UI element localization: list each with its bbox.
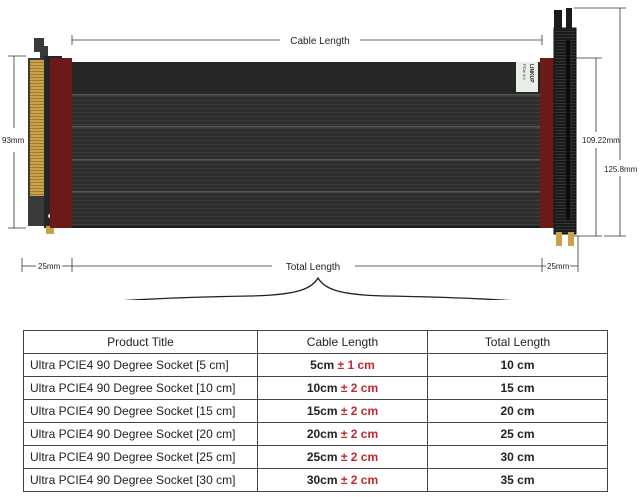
total-length-cell: 30 cm (427, 445, 608, 469)
header-total-length: Total Length (427, 330, 608, 354)
width-right-label: 25mm (547, 262, 570, 271)
total-length-cell: 10 cm (427, 353, 608, 377)
curly-brace (123, 276, 512, 300)
product-title-cell: Ultra PCIE4 90 Degree Socket [25 cm] (23, 445, 258, 469)
tolerance-value: ± 2 cm (340, 381, 379, 395)
cable-length-value: 30cm (306, 473, 338, 487)
product-title-cell: Ultra PCIE4 90 Degree Socket [5 cm] (23, 353, 258, 377)
cable-length-cell: 20cm ± 2 cm (257, 422, 428, 446)
table-header-row: Product Title Cable Length Total Length (23, 330, 608, 354)
cable-length-cell: 25cm ± 2 cm (257, 445, 428, 469)
cable-length-label: Cable Length (290, 36, 350, 47)
total-length-cell: 15 cm (427, 376, 608, 400)
total-length-label: Total Length (286, 262, 341, 273)
spec-table: Product Title Cable Length Total Length … (23, 330, 608, 492)
height-right-inner-label: 109.22mm (582, 136, 620, 145)
total-length-cell: 35 cm (427, 468, 608, 492)
cable-length-value: 5cm (310, 358, 335, 372)
tolerance-value: ± 2 cm (340, 404, 379, 418)
ribbon-cable (72, 62, 542, 228)
table-row: Ultra PCIE4 90 Degree Socket [10 cm] 10c… (23, 376, 608, 400)
cable-length-cell: 10cm ± 2 cm (257, 376, 428, 400)
table-row: Ultra PCIE4 90 Degree Socket [25 cm] 25c… (23, 445, 608, 469)
header-product-title: Product Title (23, 330, 258, 354)
product-title-cell: Ultra PCIE4 90 Degree Socket [30 cm] (23, 468, 258, 492)
cable-length-cell: 5cm ± 1 cm (257, 353, 428, 377)
tolerance-value: ± 2 cm (340, 473, 379, 487)
logo-text: LINKUP (528, 64, 534, 83)
linkup-logo-tag: LINKUP PCIe 4.0 (516, 62, 538, 92)
table-row: Ultra PCIE4 90 Degree Socket [15 cm] 15c… (23, 399, 608, 423)
tolerance-value: ± 1 cm (337, 358, 375, 372)
height-left-label: 93mm (2, 136, 25, 145)
product-title-cell: Ultra PCIE4 90 Degree Socket [20 cm] (23, 422, 258, 446)
width-left-label: 25mm (38, 262, 61, 271)
table-row: Ultra PCIE4 90 Degree Socket [20 cm] 20c… (23, 422, 608, 446)
tolerance-value: ± 2 cm (340, 450, 379, 464)
product-title-cell: Ultra PCIE4 90 Degree Socket [10 cm] (23, 376, 258, 400)
riser-cable-diagram: Cable Length Total Length 93mm 25mm 25mm… (2, 7, 638, 300)
cable-length-value: 25cm (306, 450, 338, 464)
dimension-lines (8, 7, 626, 272)
left-strain-relief (50, 58, 72, 228)
table-row: Ultra PCIE4 90 Degree Socket [5 cm] 5cm … (23, 353, 608, 377)
table-row: Ultra PCIE4 90 Degree Socket [30 cm] 30c… (23, 468, 608, 492)
total-length-cell: 20 cm (427, 399, 608, 423)
tolerance-value: ± 2 cm (340, 427, 379, 441)
height-right-outer-label: 125.8mm (604, 165, 638, 174)
cable-length-value: 10cm (306, 381, 338, 395)
product-title-cell: Ultra PCIE4 90 Degree Socket [15 cm] (23, 399, 258, 423)
total-length-cell: 25 cm (427, 422, 608, 446)
cable-length-value: 20cm (306, 427, 338, 441)
cable-length-cell: 30cm ± 2 cm (257, 468, 428, 492)
logo-subtext: PCIe 4.0 (522, 64, 527, 80)
header-cable-length: Cable Length (257, 330, 428, 354)
right-strain-relief (540, 58, 556, 228)
pcie-slot (553, 8, 577, 246)
cable-length-value: 15cm (306, 404, 338, 418)
cable-length-cell: 15cm ± 2 cm (257, 399, 428, 423)
